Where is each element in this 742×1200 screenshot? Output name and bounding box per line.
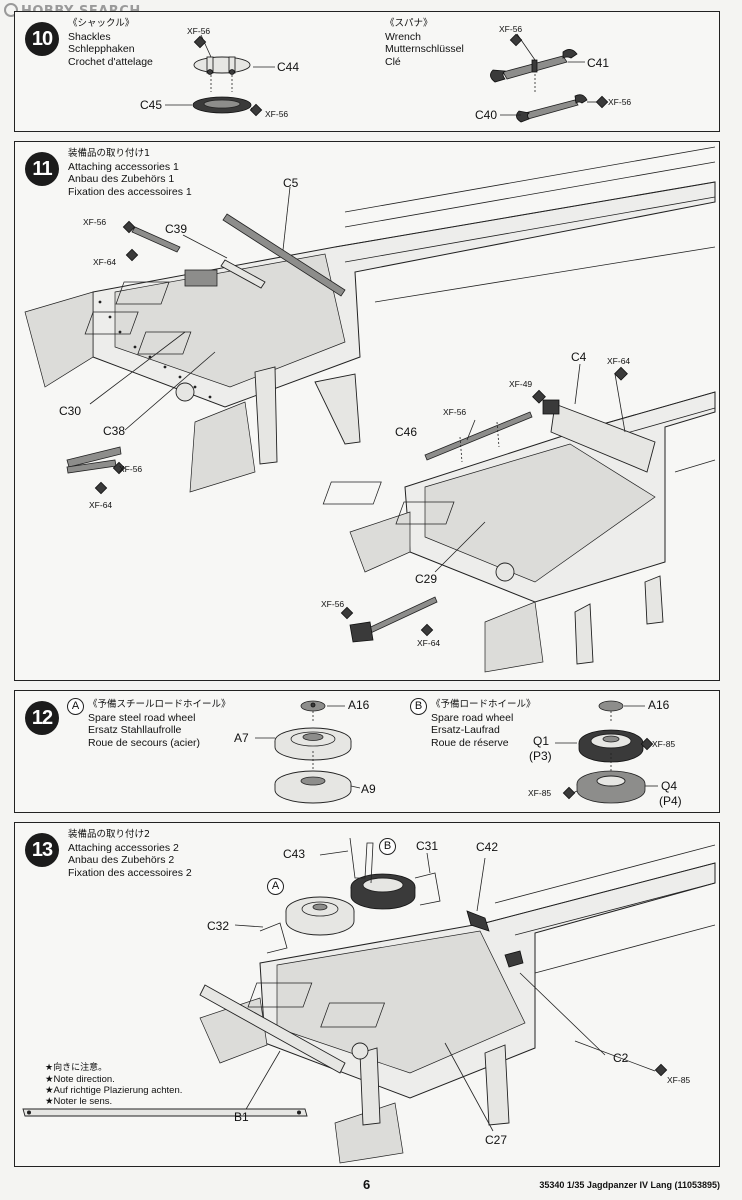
hull-rear-drawing <box>199 844 716 1164</box>
xf85-label: XF-85 <box>667 1075 691 1085</box>
step-10-panel: 10 《シャックル》 Shackles Schlepphaken Crochet… <box>14 11 720 132</box>
wheel-b-a16-part <box>598 700 624 712</box>
step-number: 10 <box>25 22 59 56</box>
c40-label: C40 <box>475 108 498 122</box>
c4-part <box>550 403 656 473</box>
c42-label: C42 <box>476 840 499 854</box>
step13-title: 装備品の取り付け2 Attaching accessories 2 Anbau … <box>68 829 192 879</box>
xf85-label: XF-85 <box>528 788 552 798</box>
c5-label: C5 <box>283 176 299 190</box>
xf56-label: XF-56 <box>187 26 211 36</box>
spare-wheel-b-drawing <box>350 873 416 910</box>
p4-label: (P4) <box>659 794 682 808</box>
step11-drawing <box>24 146 716 673</box>
q4-label: Q4 <box>661 779 678 793</box>
a7-label: A7 <box>234 731 249 745</box>
tag-a: A <box>267 878 284 895</box>
direction-note: ★向きに注意。 ★Note direction. ★Auf richtige P… <box>45 1063 183 1107</box>
c43-part <box>349 837 374 884</box>
step10-drawing <box>165 33 609 123</box>
step-11-panel: 11 装備品の取り付け1 Attaching accessories 1 Anb… <box>14 141 720 681</box>
c29-label: C29 <box>415 572 438 586</box>
xf56-label: XF-56 <box>443 407 467 417</box>
step-number: 13 <box>25 833 59 867</box>
wheel-a16-part <box>300 700 326 712</box>
xf56-label: XF-56 <box>119 464 143 474</box>
step-number: 11 <box>25 152 59 186</box>
c44-label: C44 <box>277 60 300 74</box>
step-number: 12 <box>25 701 59 735</box>
wheel-a7-part <box>274 727 352 761</box>
spare-wheel-a-drawing <box>285 896 355 936</box>
q1-label: Q1 <box>533 734 550 748</box>
xf56-label: XF-56 <box>499 24 523 34</box>
step11-title: 装備品の取り付け1 Attaching accessories 1 Anbau … <box>68 148 192 198</box>
c27-label: C27 <box>485 1133 508 1147</box>
c5-part <box>222 213 346 297</box>
c2-part <box>504 950 524 968</box>
a9-label: A9 <box>361 782 376 796</box>
xf56-label: XF-56 <box>321 599 345 609</box>
tag-a: A <box>67 698 84 715</box>
xf56-label: XF-56 <box>265 109 289 119</box>
shackle-c45-part <box>192 96 252 114</box>
xf85-label: XF-85 <box>652 739 676 749</box>
step-12-panel: 12 A 《予備スチールロードホイール》 Spare steel road wh… <box>14 690 720 813</box>
note-bar-drawing <box>22 1108 308 1117</box>
wheel-a9-part <box>274 770 352 804</box>
step-13-panel: 13 装備品の取り付け2 Attaching accessories 2 Anb… <box>14 822 720 1167</box>
c31-label: C31 <box>416 839 439 853</box>
xf64-label: XF-64 <box>417 638 441 648</box>
c31-part <box>414 872 441 906</box>
xf49-label: XF-49 <box>509 379 533 389</box>
wrench-c41-part <box>490 49 578 83</box>
tag-b: B <box>379 838 396 855</box>
wheel-q1-part <box>578 729 644 763</box>
c41-label: C41 <box>587 56 610 70</box>
steel-wheel-caption: 《予備スチールロードホイール》 Spare steel road wheel E… <box>88 699 231 749</box>
p3-label: (P3) <box>529 749 552 763</box>
c30-label: C30 <box>59 404 82 418</box>
wheel-q4-part <box>576 770 646 804</box>
product-code: 35340 1/35 Jagdpanzer IV Lang (11053895) <box>539 1180 720 1190</box>
wrench-caption: 《スパナ》 Wrench Mutternschlüssel Clé <box>385 18 464 68</box>
xf64-label: XF-64 <box>93 257 117 267</box>
hull-upper-drawing <box>24 146 716 493</box>
shackles-caption: 《シャックル》 Shackles Schlepphaken Crochet d'… <box>68 18 153 68</box>
xf56-label: XF-56 <box>83 217 107 227</box>
hull-lower-drawing <box>322 391 716 673</box>
c39-label: C39 <box>165 222 188 236</box>
tag-b: B <box>410 698 427 715</box>
c43-label: C43 <box>283 847 306 861</box>
xf64-label: XF-64 <box>607 356 631 366</box>
page-number: 6 <box>363 1177 371 1192</box>
c46-label: C46 <box>395 425 418 439</box>
c32-label: C32 <box>207 919 230 933</box>
step12-drawing <box>255 700 658 804</box>
c4-label: C4 <box>571 350 587 364</box>
spare-wheel-caption: 《予備ロードホイール》 Spare road wheel Ersatz-Lauf… <box>431 699 536 749</box>
a16-label: A16 <box>648 698 670 712</box>
xf56-label: XF-56 <box>608 97 632 107</box>
step13-drawing <box>22 837 716 1164</box>
c38-label: C38 <box>103 424 126 438</box>
c46-part <box>424 411 533 461</box>
xf64-label: XF-64 <box>89 500 113 510</box>
b1-part <box>199 984 346 1074</box>
c2-label: C2 <box>613 1051 629 1065</box>
b1-label: B1 <box>234 1110 249 1124</box>
wrench-c40-part <box>516 94 588 123</box>
shackle-c44-part <box>193 56 251 75</box>
c32-part <box>259 922 288 954</box>
a16-label: A16 <box>348 698 370 712</box>
c45-label: C45 <box>140 98 163 112</box>
c42-part <box>466 910 490 932</box>
